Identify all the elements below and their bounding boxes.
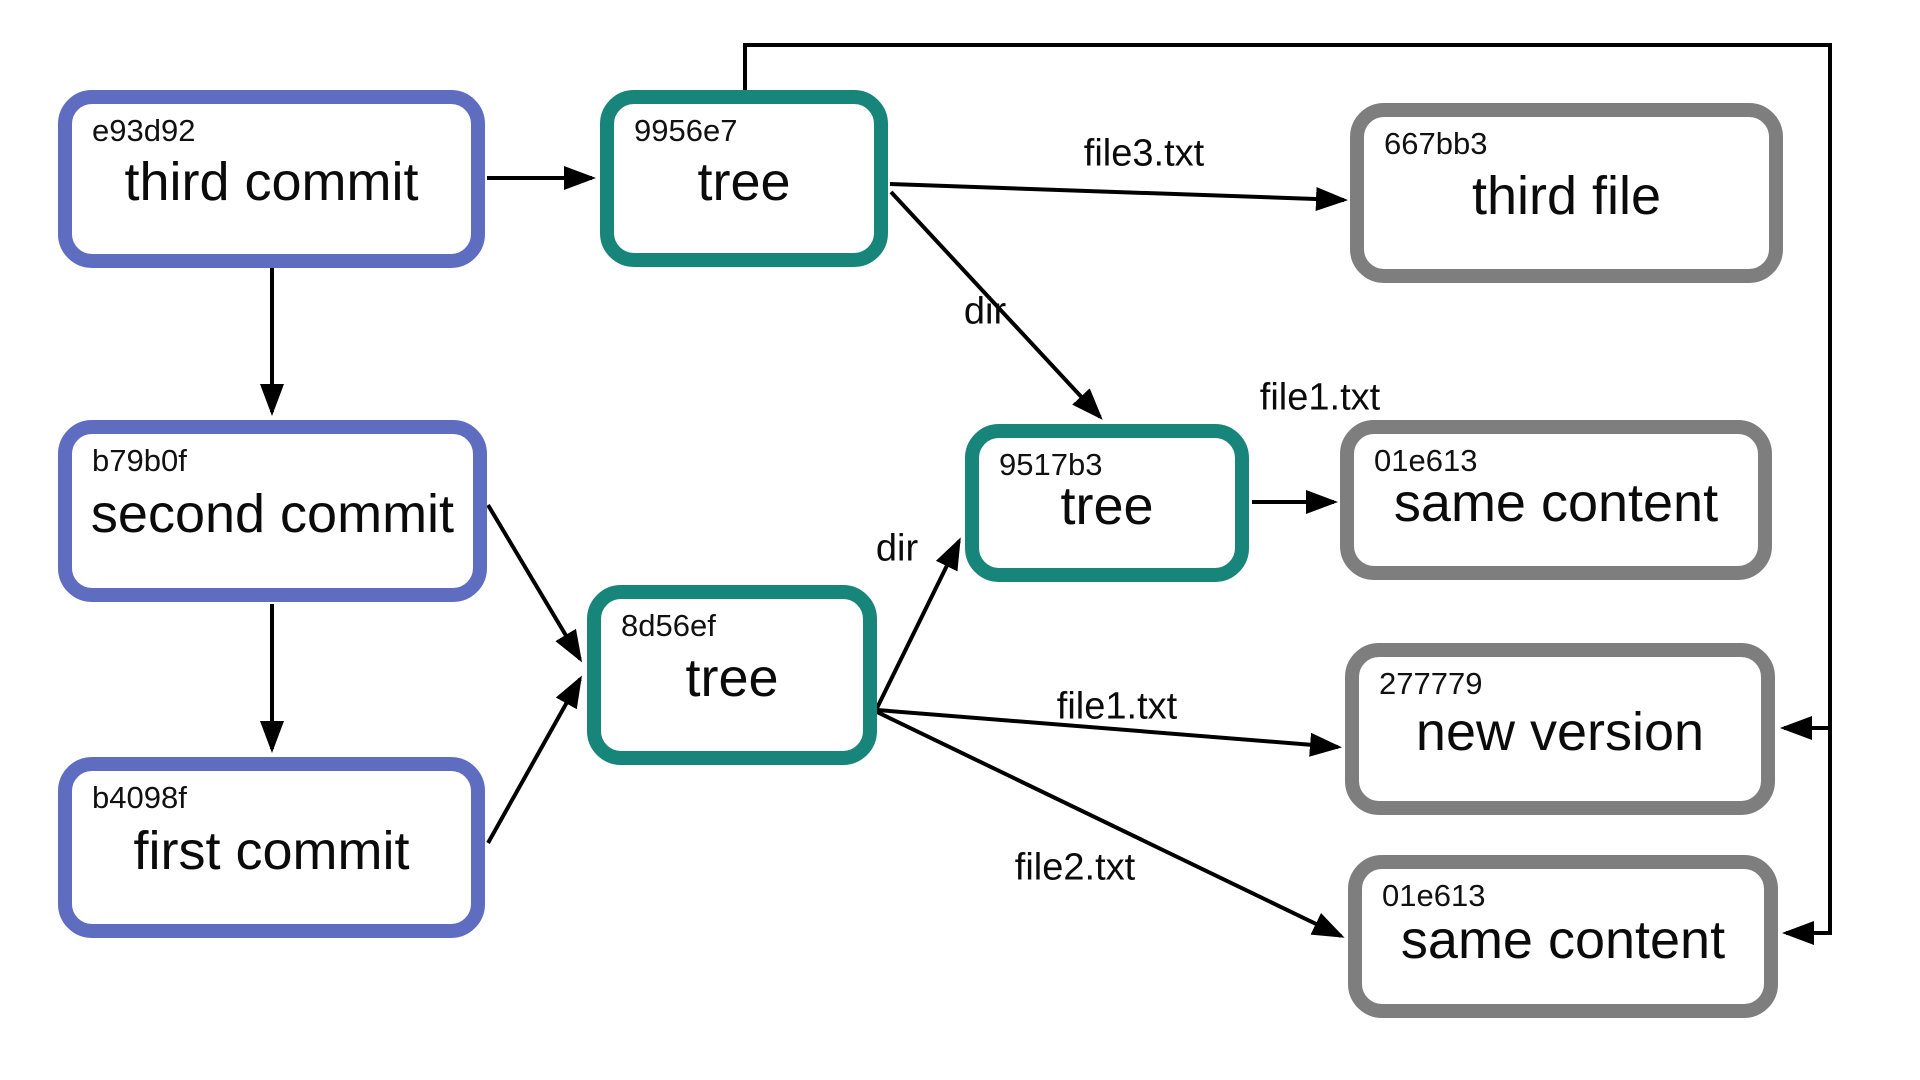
node-second-commit: b79b0f second commit [58,420,487,602]
edge-first-commit-to-tree-bottom [486,675,582,844]
blob-label: same content [1393,473,1719,533]
commit-hash: b79b0f [92,443,187,478]
commit-label: second commit [90,484,455,544]
blob-label: third file [1471,166,1662,226]
node-tree-8d56ef: 8d56ef tree [587,585,877,765]
edge-label-dir-bottom: dir [875,527,919,570]
blob-label: new version [1415,702,1705,762]
node-first-commit: b4098f first commit [58,757,485,938]
edge-label-file3-txt: file3.txt [1083,132,1205,175]
blob-hash: 01e613 [1382,878,1486,913]
tree-hash: 8d56ef [621,608,716,643]
blob-label: same content [1400,909,1726,970]
tree-label: tree [1060,476,1154,536]
tree-label: tree [685,648,779,708]
commit-label: first commit [133,820,410,881]
commit-label: third commit [124,152,419,212]
tree-hash: 9956e7 [634,113,738,148]
tree-hash: 9517b3 [999,447,1103,482]
node-blob-same-content-bottom: 01e613 same content [1348,855,1778,1018]
node-blob-same-content-top: 01e613 same content [1340,420,1772,580]
blob-hash: 667bb3 [1384,126,1488,161]
edge-label-file1-txt-top: file1.txt [1259,376,1381,419]
commit-hash: e93d92 [92,113,196,148]
edge-label-dir-top: dir [963,290,1007,333]
blob-hash: 277779 [1379,666,1483,701]
commit-hash: b4098f [92,780,187,815]
node-blob-new-version: 277779 new version [1345,643,1775,815]
node-third-commit: e93d92 third commit [58,90,485,268]
edge-label-file1-txt-bottom: file1.txt [1056,685,1178,728]
node-tree-9517b3: 9517b3 tree [965,424,1249,582]
edge-label-file2-txt: file2.txt [1014,846,1136,889]
edge-second-commit-to-tree-bottom [486,503,583,663]
edge-tree-top-to-third-file [889,182,1348,212]
blob-hash: 01e613 [1374,443,1478,478]
node-tree-9956e7: 9956e7 tree [600,90,888,267]
node-blob-third-file: 667bb3 third file [1350,103,1783,283]
tree-label: tree [697,151,791,212]
edge-tree-bottom-to-same-content-bottom [876,710,1345,938]
